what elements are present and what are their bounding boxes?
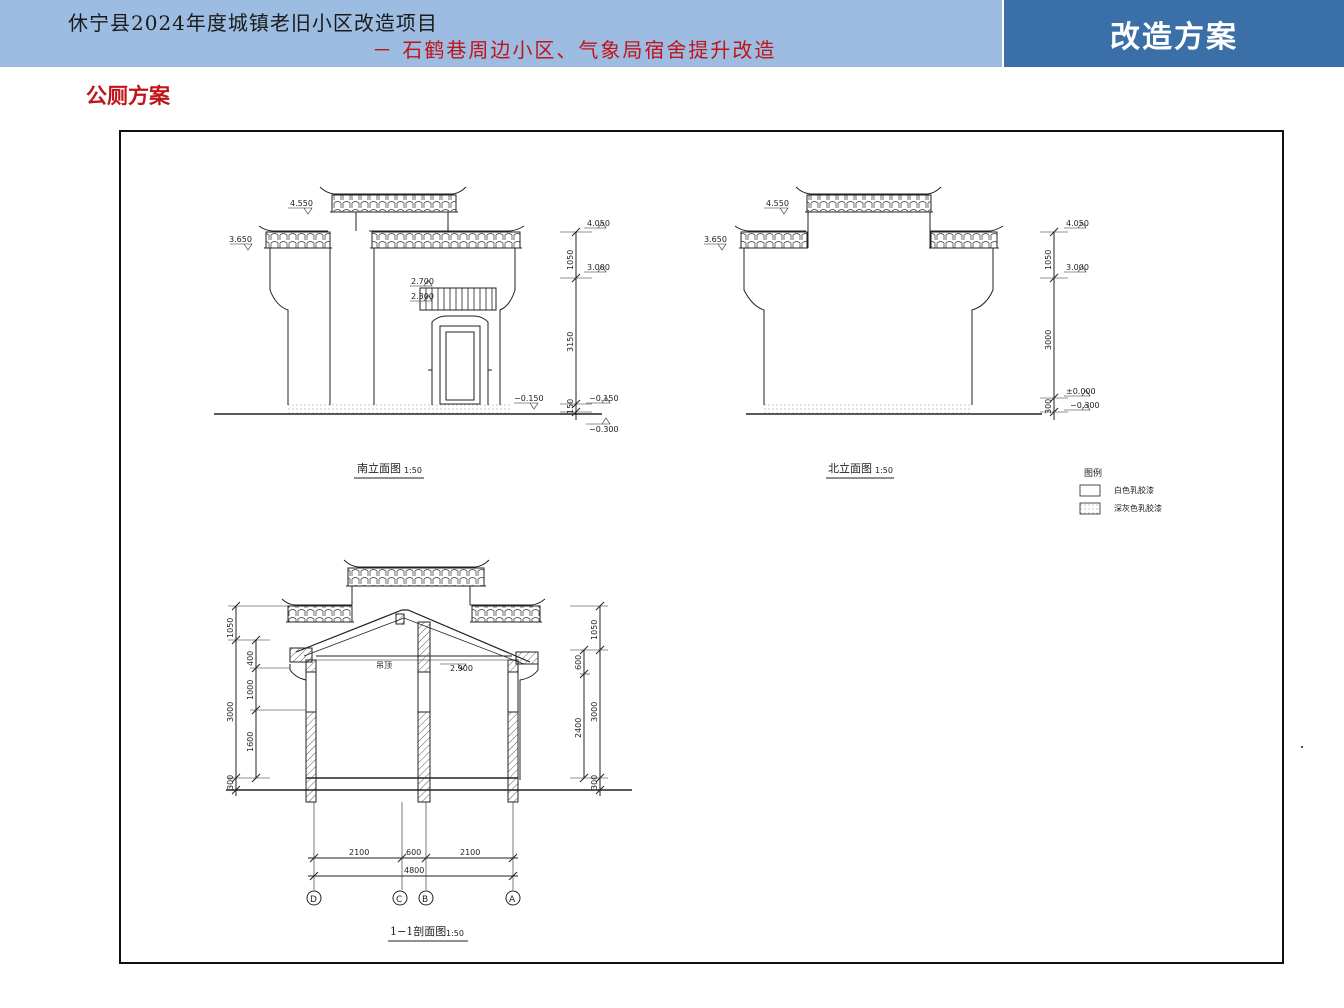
dimension-label: 150 [566, 399, 575, 414]
level-label: 2.300 [411, 292, 434, 301]
dimension-label: 2100 [460, 848, 480, 857]
dimension-label: 400 [246, 651, 255, 666]
upper-roof-curve [319, 186, 467, 195]
dimension-label: 2100 [349, 848, 369, 857]
dimension-label: 4800 [404, 866, 424, 875]
dimension-label: 1600 [246, 732, 255, 752]
level-label: −0.150 [514, 394, 544, 403]
dimension-label: 1050 [226, 618, 235, 638]
level-label: −0.300 [1070, 401, 1100, 410]
dimension-label: 3150 [566, 332, 575, 352]
right-roof-curve [369, 225, 525, 232]
header-banner: 休宁县2024年度城镇老旧小区改造项目 － 石鹤巷周边小区、气象局宿舍提升改造 [0, 0, 1002, 67]
level-label: 3.000 [587, 263, 610, 272]
dimension-label: 1050 [566, 250, 575, 270]
section-scale: 1:50 [446, 929, 464, 938]
south-elevation-scale: 1:50 [404, 466, 422, 475]
legend-swatch-white [1079, 484, 1101, 497]
legend-item-label: 白色乳胶漆 [1114, 485, 1154, 495]
axis-bubble-label: B [422, 895, 428, 905]
level-label: 4.550 [290, 199, 313, 208]
level-label: 4.550 [766, 199, 789, 208]
dimension-label: 600 [574, 655, 583, 670]
level-label: 4.050 [587, 219, 610, 228]
south-elevation [214, 186, 611, 425]
dimension-label: 600 [406, 848, 421, 857]
dimension-label: 2400 [574, 718, 583, 738]
dimension-label: 300 [1044, 399, 1053, 414]
level-label: 3.650 [229, 235, 252, 244]
axis-bubble-label: C [396, 895, 402, 905]
level-label: 4.050 [1066, 219, 1089, 228]
level-label: −0.150 [589, 394, 619, 403]
axis-bubble-label: D [310, 895, 317, 905]
north-elevation-scale: 1:50 [875, 466, 893, 475]
dimension-label: 300 [226, 775, 235, 790]
section-tag-panel: 改造方案 [1004, 0, 1344, 67]
project-title: 休宁县2024年度城镇老旧小区改造项目 [68, 11, 438, 35]
frame-mark [1301, 746, 1303, 748]
south-elevation-title: 南立面图 [357, 461, 401, 475]
dimension-label: 1050 [590, 620, 599, 640]
north-elevation-labels: 4.550 3.650 4.050 3.000 ±0.000 −0.300 10… [704, 199, 1100, 479]
dimension-label: 3000 [1044, 330, 1053, 350]
dimension-label: 300 [590, 775, 599, 790]
axis-bubble-label: A [509, 895, 516, 905]
section-title: 1−1剖面图 [390, 924, 446, 938]
project-subtitle: － 石鹤巷周边小区、气象局宿舍提升改造 [372, 38, 777, 62]
legend-item-label: 深灰色乳胶漆 [1114, 503, 1162, 513]
section-tag: 改造方案 [1110, 19, 1238, 55]
dimension-label: 3000 [226, 702, 235, 722]
section-1-1-labels: 1050 400 1000 3000 1600 300 1050 600 240… [226, 618, 599, 942]
legend-title: 图例 [1084, 467, 1102, 479]
legend: 图例 白色乳胶漆 深灰色乳胶漆 [1079, 467, 1162, 515]
section-1-1 [226, 559, 632, 906]
ceiling-label: 吊顶 [376, 661, 392, 670]
dimension-label: 1050 [1044, 250, 1053, 270]
level-label: 2.900 [450, 664, 473, 673]
legend-swatch-grey [1079, 502, 1101, 515]
page-heading: 公厕方案 [86, 84, 170, 108]
dimension-label: 3000 [590, 702, 599, 722]
left-roof-curve [258, 225, 328, 232]
level-label: −0.300 [589, 425, 619, 434]
dimension-label: 1000 [246, 680, 255, 700]
level-label: 3.000 [1066, 263, 1089, 272]
level-label: ±0.000 [1066, 387, 1096, 396]
north-elevation-title: 北立面图 [828, 461, 872, 475]
drawing-frame [119, 130, 1284, 964]
south-elevation-labels: 4.550 3.650 4.050 3.000 2.700 2.300 −0.1… [229, 199, 619, 479]
level-label: 2.700 [411, 277, 434, 286]
north-elevation [704, 186, 1091, 420]
level-label: 3.650 [704, 235, 727, 244]
